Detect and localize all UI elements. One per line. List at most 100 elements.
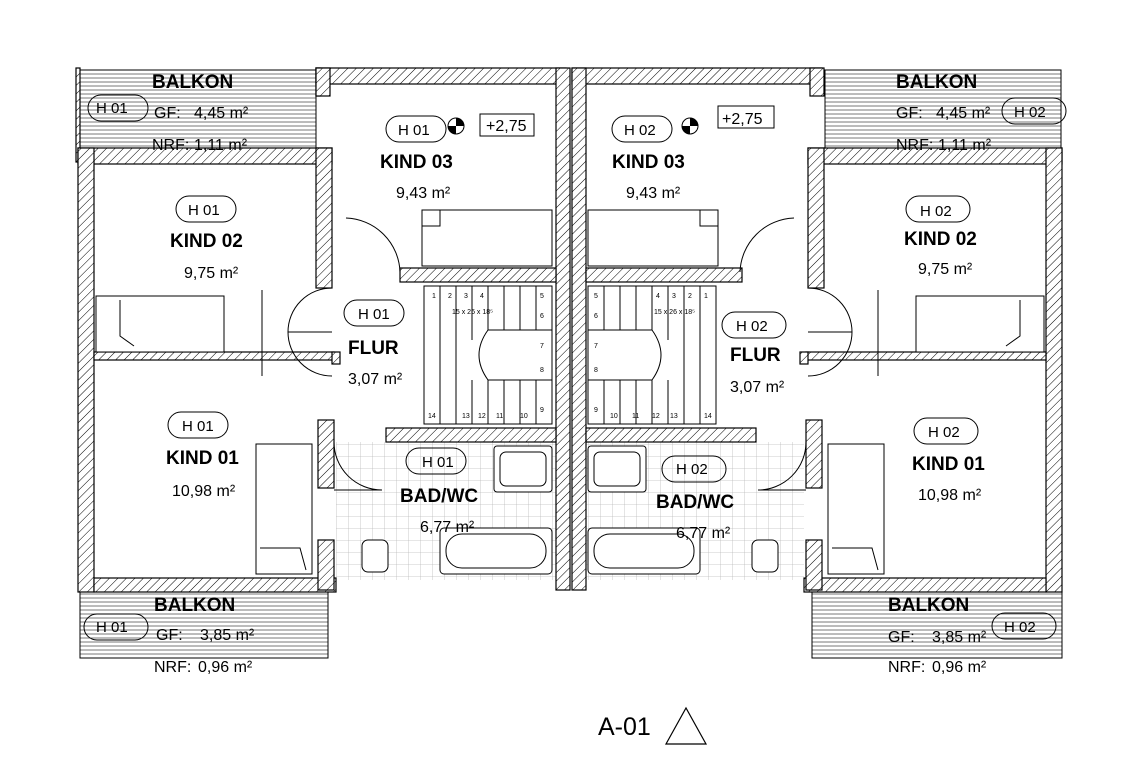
unit-tag: H 02: [624, 122, 656, 139]
step-label: 9: [540, 407, 544, 414]
step-label: 3: [464, 293, 468, 300]
step-label: 2: [448, 293, 452, 300]
step-label: 7: [594, 343, 598, 350]
bed-icon: [421, 209, 553, 267]
balcony-top-right-deck: [824, 69, 1062, 149]
gf-value: 3,85 m²: [200, 627, 255, 644]
room-area: 10,98 m²: [918, 487, 982, 504]
room-name-kind03: KIND 03: [612, 152, 685, 173]
sink-icon: [493, 445, 553, 493]
balcony-top-left-deck: [79, 69, 317, 149]
doors: [261, 217, 879, 491]
unit-tag: H 01: [96, 100, 128, 117]
sink-icon: [587, 445, 647, 493]
unit-tag: H 01: [422, 454, 454, 471]
step-label: 3: [672, 293, 676, 300]
toilet-icon: [751, 539, 779, 573]
room-name-balkon: BALKON: [896, 72, 977, 93]
bathtub-icon: [439, 527, 553, 575]
stair-right: 1 2 3 4 5 6 7 8 9 10 11 12 13 14 15 x 26…: [587, 285, 717, 425]
step-label: 11: [632, 413, 639, 420]
stair-spec-right: 15 x 26 x 18⁵: [654, 309, 695, 316]
bed-icon: [827, 443, 885, 575]
room-name-kind01: KIND 01: [912, 454, 985, 475]
step-label: 4: [656, 293, 660, 300]
step-label: 10: [610, 413, 618, 420]
unit-tag: H 02: [920, 203, 952, 220]
gf-value: 4,45 m²: [194, 105, 249, 122]
unit-tag: H 02: [736, 318, 768, 335]
room-area: 9,75 m²: [918, 261, 973, 278]
unit-tag: H 02: [1004, 619, 1036, 636]
step-label: 5: [540, 293, 544, 300]
room-name-flur: FLUR: [730, 345, 781, 366]
triangle-marker-icon: [664, 706, 708, 745]
room-area: 9,75 m²: [184, 265, 239, 282]
nrf-value: 0,96 m²: [932, 659, 987, 676]
gf-value: 3,85 m²: [932, 629, 987, 646]
step-label: 12: [478, 413, 486, 420]
bed-icon: [255, 443, 313, 575]
room-area: 3,07 m²: [348, 371, 403, 388]
step-label: 6: [540, 313, 544, 320]
plan-title: A-01: [598, 713, 651, 741]
nrf-value: 1,11 m²: [194, 137, 248, 154]
bathtub-icon: [587, 527, 701, 575]
room-area: 3,07 m²: [730, 379, 785, 396]
step-label: 8: [540, 367, 544, 374]
step-label: 13: [670, 413, 678, 420]
nrf-label: NRF:: [896, 137, 933, 154]
step-label: 13: [462, 413, 470, 420]
step-label: 12: [652, 413, 660, 420]
bed-icon: [915, 295, 1045, 353]
nrf-label: NRF:: [888, 659, 925, 676]
step-label: 2: [688, 293, 692, 300]
step-label: 8: [594, 367, 598, 374]
unit-tag: H 01: [398, 122, 430, 139]
gf-label: GF:: [156, 627, 183, 644]
step-label: 5: [594, 293, 598, 300]
room-area: 9,43 m²: [396, 185, 451, 202]
bed-icon: [95, 295, 225, 353]
gf-label: GF:: [888, 629, 915, 646]
unit-tag: H 02: [1014, 104, 1046, 121]
room-name-balkon: BALKON: [152, 72, 233, 93]
nrf-value: 1,11 m²: [938, 137, 992, 154]
bed-icon: [587, 209, 719, 267]
room-area: 9,43 m²: [626, 185, 681, 202]
stair-left: 1 2 3 4 5 6 7 8 9 10 11 12 13 14 15 x 26…: [423, 285, 553, 425]
step-label: 1: [704, 293, 708, 300]
room-name-kind02: KIND 02: [904, 229, 977, 250]
step-label: 4: [480, 293, 484, 300]
step-label: 7: [540, 343, 544, 350]
unit-tag: H 01: [96, 619, 128, 636]
room-area: 6,77 m²: [420, 519, 475, 536]
level-mark: +2,75: [722, 111, 763, 128]
unit-tag: H 01: [358, 306, 390, 323]
step-label: 9: [594, 407, 598, 414]
unit-tag: H 02: [676, 461, 708, 478]
gf-value: 4,45 m²: [936, 105, 991, 122]
room-name-kind02: KIND 02: [170, 231, 243, 252]
room-name-kind03: KIND 03: [380, 152, 453, 173]
step-label: 10: [520, 413, 528, 420]
room-name-flur: FLUR: [348, 338, 399, 359]
step-label: 14: [704, 413, 712, 420]
stair-spec-left: 15 x 26 x 18⁵: [452, 309, 493, 316]
nrf-label: NRF:: [154, 659, 191, 676]
furniture: [95, 117, 1045, 575]
room-name-bad: BAD/WC: [400, 486, 478, 507]
nrf-label: NRF:: [152, 137, 189, 154]
unit-tag: H 02: [928, 424, 960, 441]
room-area: 6,77 m²: [676, 525, 731, 542]
step-label: 14: [428, 413, 436, 420]
level-mark: +2,75: [486, 118, 527, 135]
gf-label: GF:: [154, 105, 181, 122]
step-label: 11: [496, 413, 503, 420]
room-name-bad: BAD/WC: [656, 492, 734, 513]
unit-tags: [83, 94, 1067, 641]
step-label: 6: [594, 313, 598, 320]
room-area: 10,98 m²: [172, 483, 236, 500]
balcony-bottom-right-deck: [811, 591, 1063, 659]
